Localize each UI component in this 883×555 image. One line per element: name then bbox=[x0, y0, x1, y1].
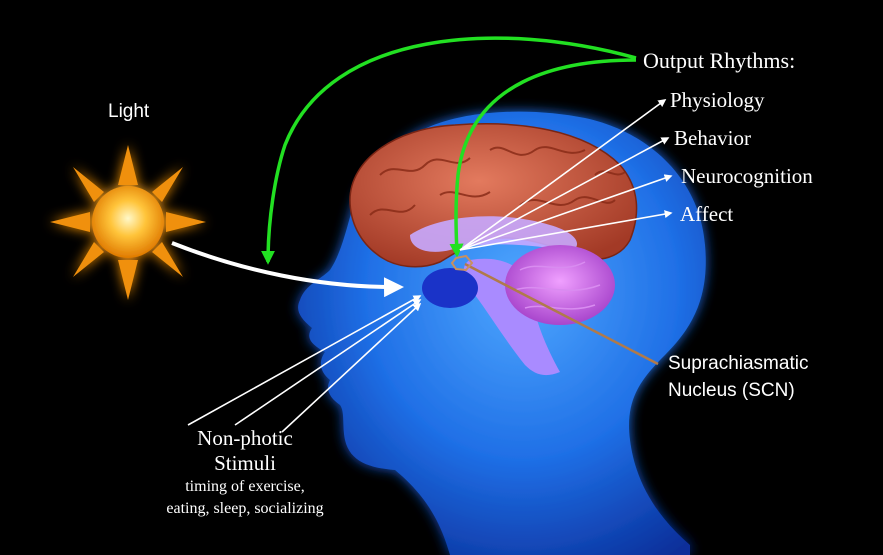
output-item-affect: Affect bbox=[680, 202, 733, 227]
scn-label: Suprachiasmatic Nucleus (SCN) bbox=[668, 350, 808, 404]
sun-icon bbox=[50, 145, 206, 300]
nonphotic-label: Non-photic Stimuli timing of exercise, e… bbox=[120, 426, 370, 520]
hypothalamus bbox=[422, 268, 478, 308]
light-label: Light bbox=[108, 101, 149, 123]
output-item-behavior: Behavior bbox=[674, 126, 751, 151]
scn-label-line2: Nucleus (SCN) bbox=[668, 377, 808, 404]
output-item-physiology: Physiology bbox=[670, 88, 765, 113]
nonphotic-line3: timing of exercise, bbox=[120, 476, 370, 498]
nonphotic-line1: Non-photic bbox=[120, 426, 370, 451]
nonphotic-line2: Stimuli bbox=[120, 451, 370, 476]
nonphotic-line4: eating, sleep, socializing bbox=[120, 498, 370, 520]
output-item-neurocognition: Neurocognition bbox=[681, 164, 813, 189]
scn-label-line1: Suprachiasmatic bbox=[668, 350, 808, 377]
output-rhythms-heading: Output Rhythms: bbox=[643, 48, 795, 74]
